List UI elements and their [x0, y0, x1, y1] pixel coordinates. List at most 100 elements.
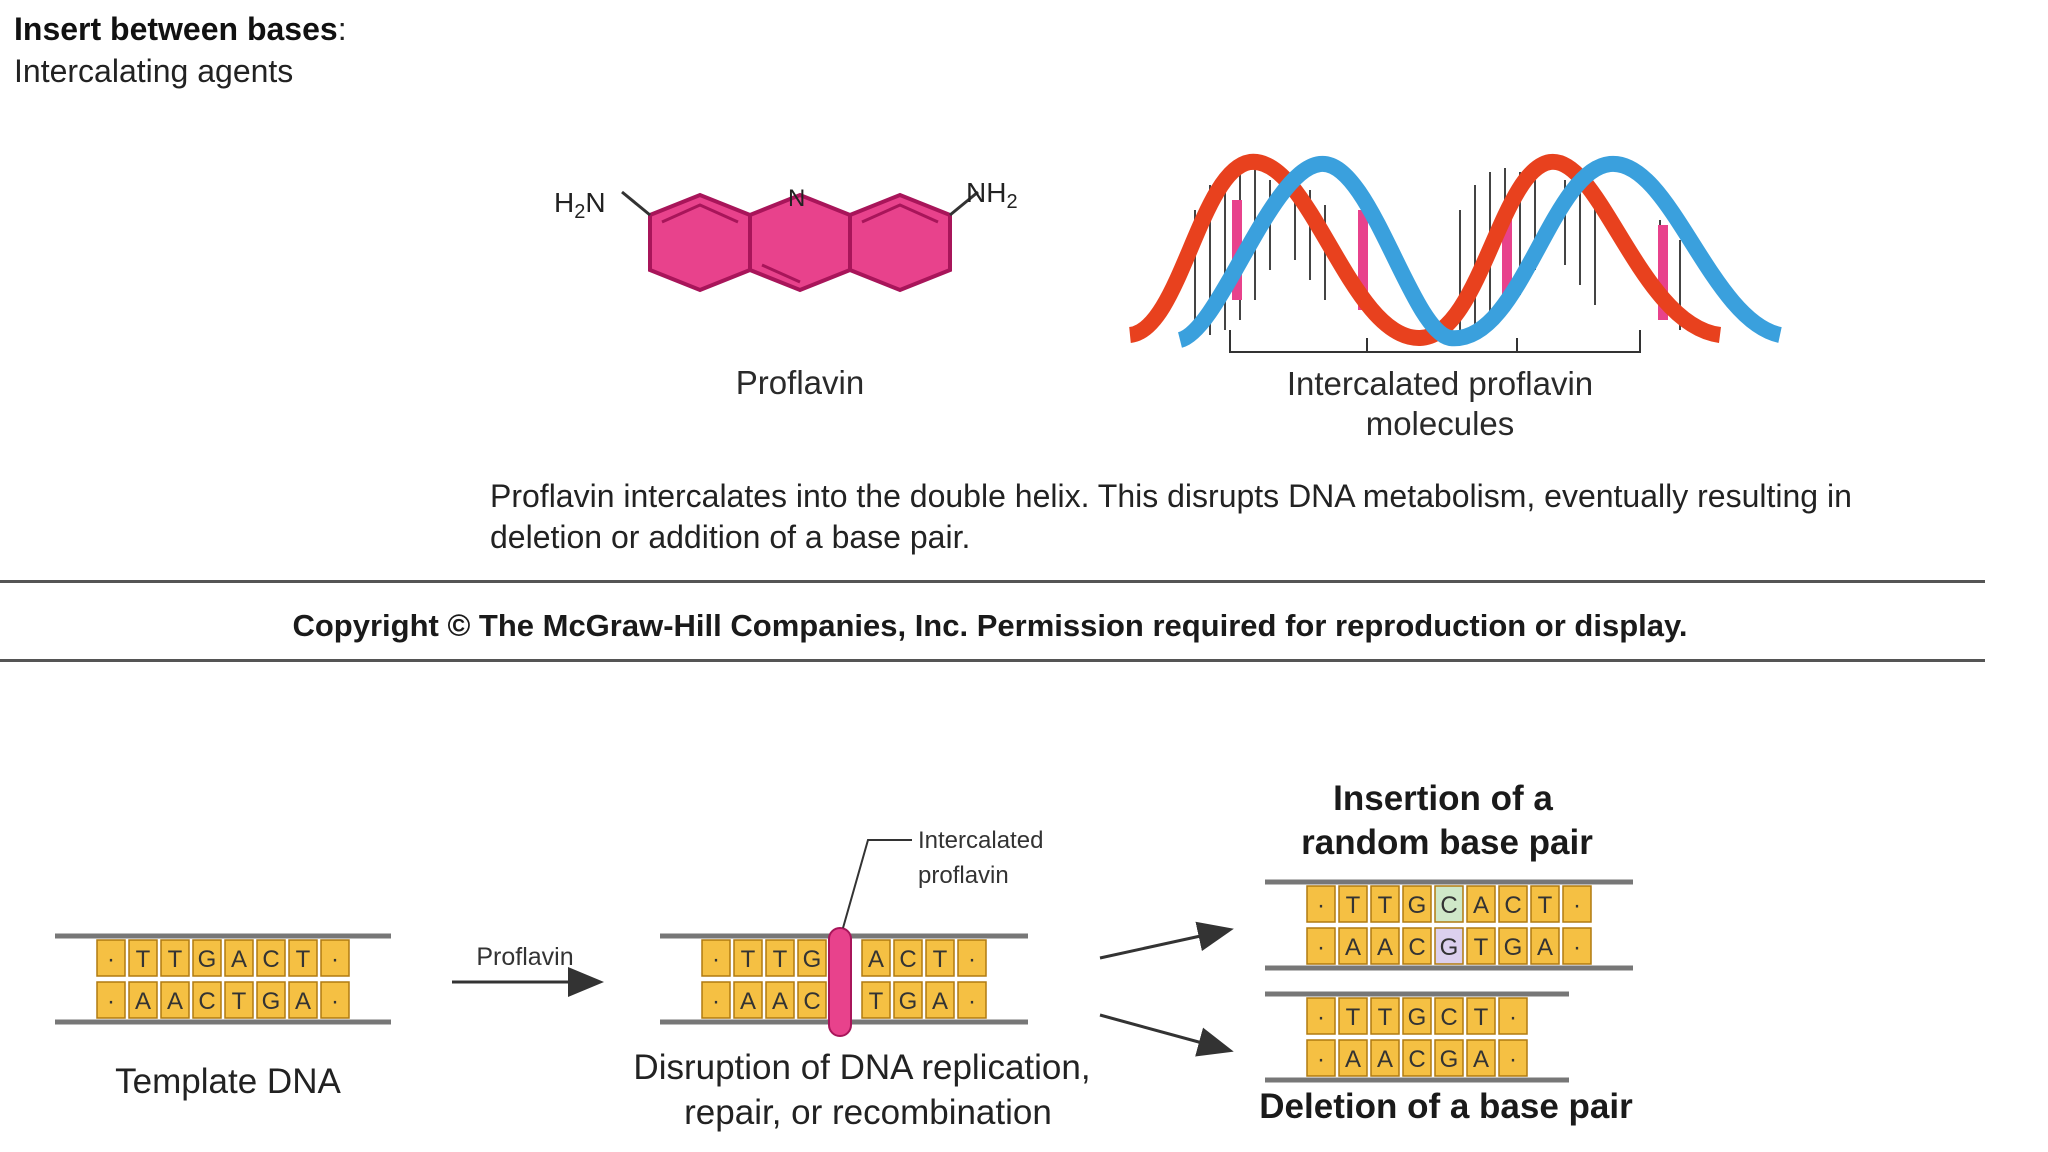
base-letter: G — [262, 988, 281, 1015]
proflavin-structure: H2N N NH2 — [554, 177, 1018, 293]
base-letter: A — [295, 988, 311, 1015]
base-tile — [96, 939, 126, 977]
base-letter: A — [231, 946, 247, 973]
arrow-to-insertion — [1099, 921, 1234, 960]
base-letter: T — [232, 988, 247, 1015]
base-letter: T — [933, 946, 948, 973]
base-tile — [1434, 885, 1464, 923]
base-tile — [128, 939, 158, 977]
base-tile — [1370, 1039, 1400, 1077]
base-tile — [1402, 927, 1432, 965]
base-tile — [1306, 997, 1336, 1035]
base-tile — [1530, 885, 1560, 923]
proflavin-rings — [621, 190, 979, 293]
base-tile — [128, 981, 158, 1019]
base-tile — [1402, 997, 1432, 1035]
base-tile — [1402, 1039, 1432, 1077]
base-tile — [192, 981, 222, 1019]
base-letter: C — [803, 988, 820, 1015]
base-tile — [957, 981, 987, 1019]
base-tile — [160, 939, 190, 977]
base-letter: A — [740, 988, 756, 1015]
base-letter: T — [1346, 1004, 1361, 1031]
base-tile — [1466, 997, 1496, 1035]
callout-label-line1: Intercalated — [918, 827, 1043, 854]
base-letter: A — [1345, 1046, 1361, 1073]
base-letter: A — [1377, 1046, 1393, 1073]
base-tile — [256, 981, 286, 1019]
base-letter: G — [1408, 1004, 1427, 1031]
base-letter: C — [262, 946, 279, 973]
amine-right-label: NH2 — [966, 177, 1018, 213]
heading-colon: : — [337, 11, 347, 47]
base-letter: · — [968, 988, 976, 1015]
base-letter: A — [932, 988, 948, 1015]
copyright-notice: Copyright © The McGraw-Hill Companies, I… — [292, 608, 1688, 643]
base-tile — [288, 981, 318, 1019]
base-letter: G — [899, 988, 918, 1015]
base-tile — [1562, 927, 1592, 965]
proflavin-arrow-label: Proflavin — [476, 943, 573, 971]
base-letter: A — [1473, 892, 1489, 919]
base-letter: · — [331, 946, 339, 973]
description-line2: deletion or addition of a base pair. — [490, 519, 971, 555]
base-letter: · — [331, 988, 339, 1015]
base-letter: · — [712, 988, 720, 1015]
base-letter: T — [741, 946, 756, 973]
base-tile — [1466, 1039, 1496, 1077]
base-tile — [957, 939, 987, 977]
description-line1: Proflavin intercalates into the double h… — [490, 478, 1852, 514]
base-tile — [797, 981, 827, 1019]
base-tile — [1498, 927, 1528, 965]
base-letter: C — [899, 946, 916, 973]
intercalated-helix — [1127, 153, 1783, 353]
base-letter: · — [107, 946, 115, 973]
base-letter: T — [1346, 892, 1361, 919]
ring-nitrogen-label: N — [788, 185, 805, 212]
base-tile — [1370, 927, 1400, 965]
heading-subtitle: Intercalating agents — [14, 53, 294, 89]
base-tile — [288, 939, 318, 977]
base-tile — [1466, 927, 1496, 965]
base-letter: G — [1440, 1046, 1459, 1073]
arrow-to-deletion — [1099, 1013, 1234, 1057]
base-letter: T — [1538, 892, 1553, 919]
insertion-title-line2: random base pair — [1301, 823, 1593, 862]
base-letter: A — [772, 988, 788, 1015]
base-tile — [1338, 885, 1368, 923]
heading-title: Insert between bases — [14, 11, 338, 47]
base-tile — [1338, 1039, 1368, 1077]
base-tile — [1338, 997, 1368, 1035]
base-tile — [256, 939, 286, 977]
base-letter: · — [1509, 1004, 1517, 1031]
base-letter: C — [1504, 892, 1521, 919]
base-letter: A — [1473, 1046, 1489, 1073]
base-tile — [1306, 885, 1336, 923]
base-letter: C — [198, 988, 215, 1015]
base-tile — [925, 981, 955, 1019]
base-letter: · — [107, 988, 115, 1015]
base-letter: T — [1474, 934, 1489, 961]
base-letter: T — [773, 946, 788, 973]
base-letter: A — [868, 946, 884, 973]
disruption-caption-line1: Disruption of DNA replication, — [633, 1048, 1090, 1087]
base-letter: G — [803, 946, 822, 973]
divider-top — [0, 580, 1985, 583]
base-letter: T — [136, 946, 151, 973]
base-letter: · — [1573, 892, 1581, 919]
base-letter: T — [1378, 892, 1393, 919]
base-letter: C — [1440, 1004, 1457, 1031]
callout-line — [842, 839, 912, 929]
base-letter: T — [1378, 1004, 1393, 1031]
base-tile — [1306, 1039, 1336, 1077]
base-tile — [1370, 885, 1400, 923]
helix-caption-line2: molecules — [1365, 405, 1515, 442]
base-letter: T — [168, 946, 183, 973]
base-letter: C — [1408, 934, 1425, 961]
base-letter: · — [968, 946, 976, 973]
base-tile — [893, 981, 923, 1019]
base-letter: G — [1440, 934, 1459, 961]
base-tile — [1434, 1039, 1464, 1077]
base-tile — [1338, 927, 1368, 965]
base-letter: T — [296, 946, 311, 973]
